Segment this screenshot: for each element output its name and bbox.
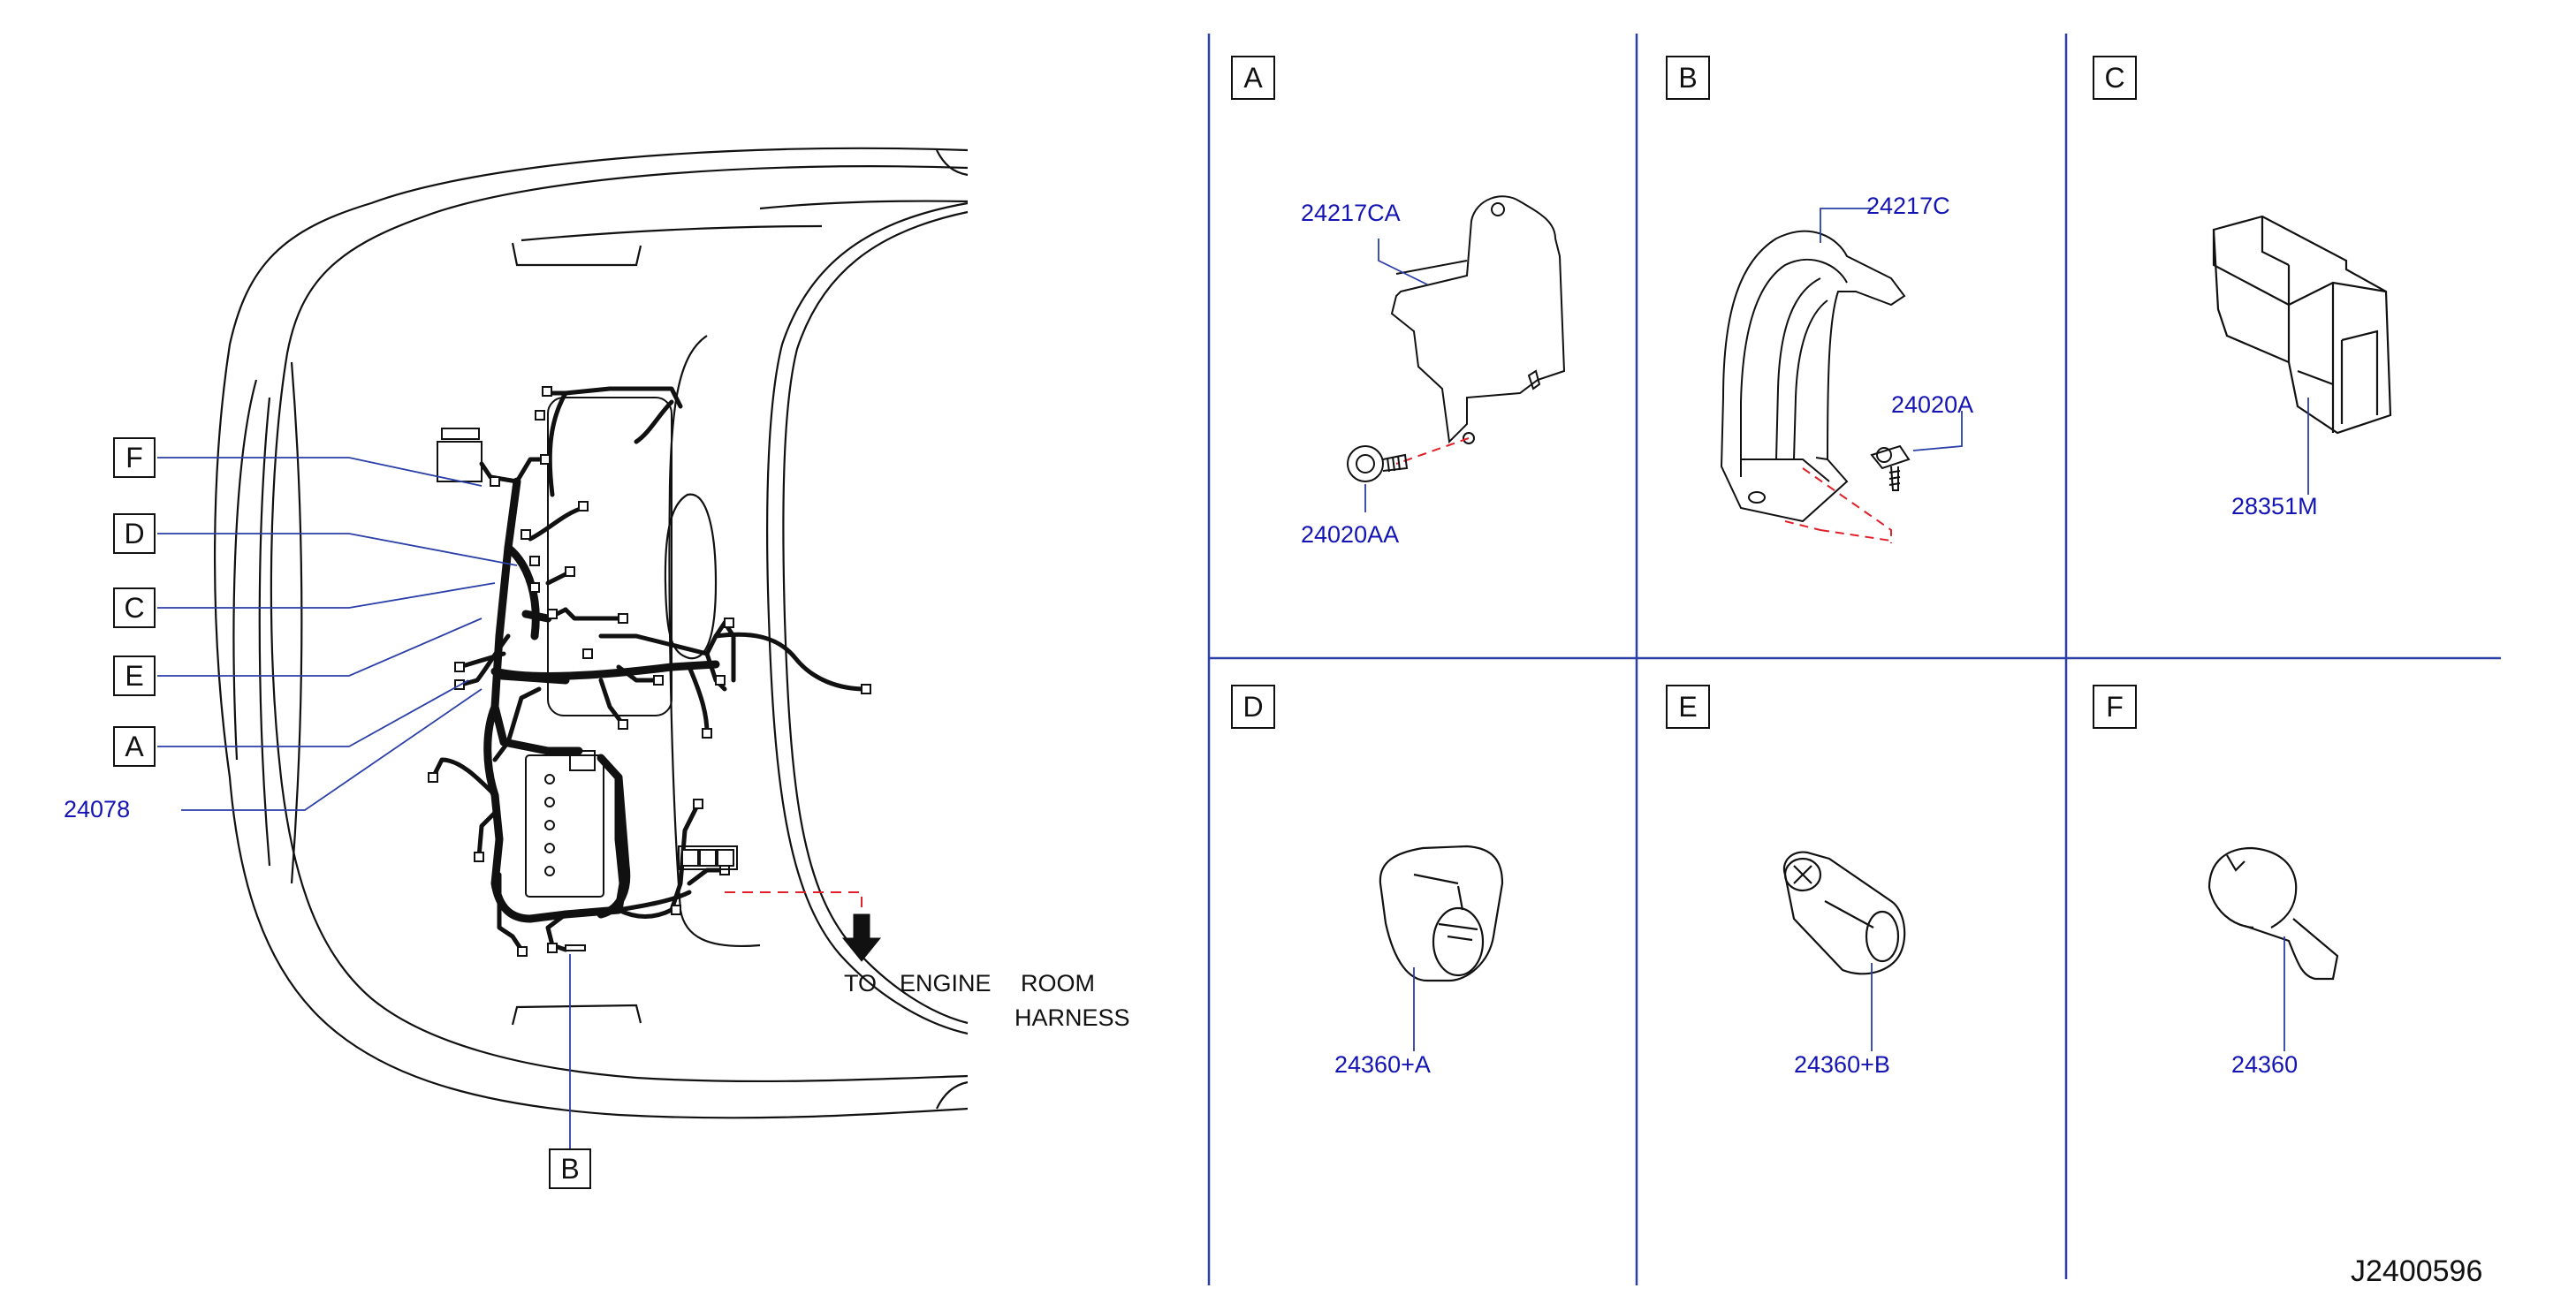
panel-f-letter: F xyxy=(2093,685,2137,729)
panel-a-bolt xyxy=(1347,445,1409,482)
note-engine: ENGINE xyxy=(900,970,992,997)
to-engine-room-arrow xyxy=(841,913,882,962)
note-to: TO xyxy=(844,970,878,997)
callout-box-d: D xyxy=(113,513,156,554)
part-label-24217c: 24217C xyxy=(1866,193,1950,219)
panel-a-letter: A xyxy=(1231,56,1275,100)
panel-b-screw xyxy=(1870,444,1911,491)
panel-c-letter: C xyxy=(2093,56,2137,100)
part-label-24360: 24360 xyxy=(2231,1051,2299,1078)
panel-a-bracket xyxy=(1390,195,1566,465)
part-label-24217ca: 24217CA xyxy=(1301,200,1401,226)
callout-box-b: B xyxy=(549,1148,591,1189)
callout-box-f: F xyxy=(113,437,156,478)
part-label-24078: 24078 xyxy=(64,796,131,822)
part-label-24020aa: 24020AA xyxy=(1301,521,1400,548)
panel-d-clip xyxy=(1379,845,1504,982)
part-label-24360a: 24360+A xyxy=(1334,1051,1431,1078)
callout-box-a: A xyxy=(113,726,156,767)
callout-box-c: C xyxy=(113,587,156,628)
part-label-28351m: 28351M xyxy=(2231,493,2318,519)
part-label-24360b: 24360+B xyxy=(1794,1051,1890,1078)
panel-e-letter: E xyxy=(1666,685,1710,729)
panel-grid xyxy=(1207,34,2501,1285)
diagram-id: J2400596 xyxy=(2351,1254,2483,1288)
note-room: ROOM xyxy=(1021,970,1095,997)
panel-d-letter: D xyxy=(1231,685,1275,729)
note-harness: HARNESS xyxy=(1014,1004,1130,1031)
callout-box-e: E xyxy=(113,656,156,696)
relay-block xyxy=(678,845,738,870)
to-engine-room-dashed xyxy=(725,891,862,910)
engine-block xyxy=(437,397,672,898)
vehicle-body-outline xyxy=(213,147,969,1119)
panel-a-leaders xyxy=(1364,239,1428,512)
main-leaders xyxy=(157,457,571,1148)
panel-c-connector xyxy=(2212,215,2392,435)
panel-b-clamp xyxy=(1720,230,1906,543)
panel-f-clip xyxy=(2207,846,2339,981)
panel-e-clip xyxy=(1782,851,1906,975)
panel-b-letter: B xyxy=(1666,56,1710,100)
part-label-24020a: 24020A xyxy=(1891,391,1974,418)
panel-b-leaders xyxy=(1820,208,1963,451)
